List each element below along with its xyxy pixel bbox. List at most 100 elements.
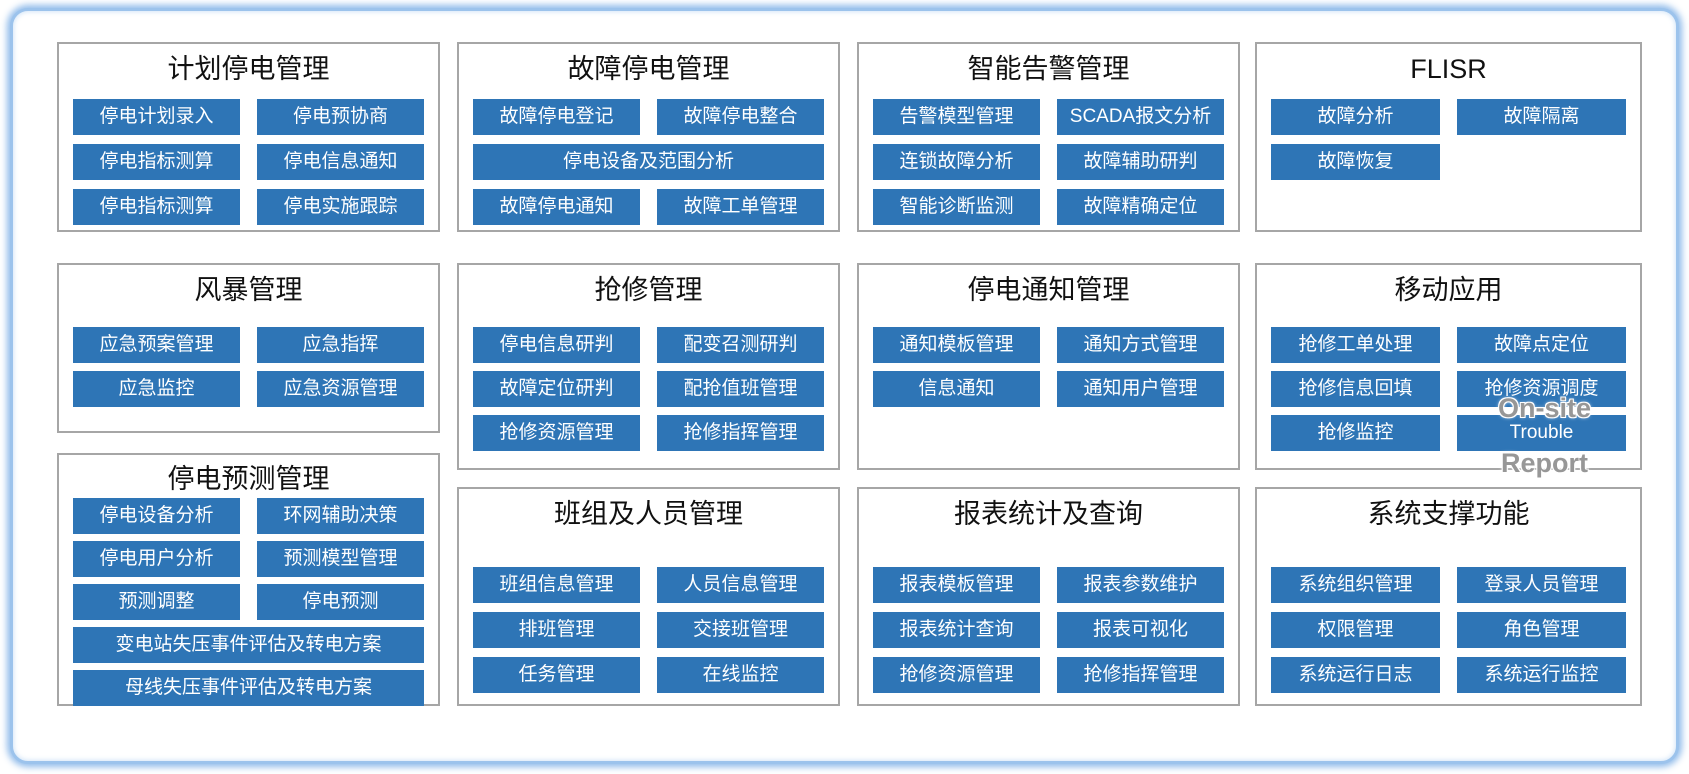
module-button[interactable]: 停电设备及范围分析	[473, 144, 824, 180]
module-button[interactable]: 抢修指挥管理	[657, 415, 824, 451]
module-button[interactable]: 停电预测	[257, 584, 424, 620]
module-button[interactable]: 报表参数维护	[1057, 567, 1224, 603]
panel-flisr: FLISR 故障分析 故障隔离 故障恢复	[1255, 42, 1642, 232]
module-button[interactable]: 通知方式管理	[1057, 327, 1224, 363]
button-grid: 报表模板管理 报表参数维护 报表统计查询 报表可视化 抢修资源管理 抢修指挥管理	[859, 567, 1238, 693]
module-button[interactable]: 系统运行监控	[1457, 657, 1626, 693]
panel-title: 移动应用	[1394, 275, 1503, 305]
panel-mobile-app: 移动应用 抢修工单处理 故障点定位 抢修信息回填 抢修资源调度 抢修监控 Tro…	[1255, 263, 1642, 478]
button-grid: 通知模板管理 通知方式管理 信息通知 通知用户管理	[859, 327, 1238, 407]
module-button[interactable]: 故障停电整合	[657, 99, 824, 135]
module-button[interactable]: 故障工单管理	[657, 189, 824, 225]
module-button[interactable]: 停电设备分析	[73, 498, 240, 534]
module-button[interactable]: 人员信息管理	[657, 567, 824, 603]
button-grid: 停电信息研判 配变召测研判 故障定位研判 配抢值班管理 抢修资源管理 抢修指挥管…	[459, 327, 838, 451]
panel-outage-forecast-mgmt: 停电预测管理 停电设备分析 环网辅助决策 停电用户分析 预测模型管理 预测调整 …	[57, 453, 440, 706]
module-button[interactable]: 故障隔离	[1457, 99, 1626, 135]
module-button[interactable]: Trouble	[1457, 415, 1626, 451]
panel-title: 抢修管理	[594, 275, 703, 305]
module-button[interactable]: 抢修资源管理	[873, 657, 1040, 693]
module-button[interactable]: 应急资源管理	[257, 371, 424, 407]
module-button[interactable]: 抢修指挥管理	[1057, 657, 1224, 693]
button-grid: 故障分析 故障隔离 故障恢复	[1257, 99, 1640, 180]
module-button[interactable]: 抢修监控	[1271, 415, 1440, 451]
module-button[interactable]: 系统组织管理	[1271, 567, 1440, 603]
module-button[interactable]: 信息通知	[873, 371, 1040, 407]
module-button[interactable]: 停电实施跟踪	[257, 189, 424, 225]
panel-fault-outage-mgmt: 故障停电管理 故障停电登记 故障停电整合 停电设备及范围分析 故障停电通知 故障…	[457, 42, 840, 232]
module-button[interactable]: 排班管理	[473, 612, 640, 648]
module-button[interactable]: 通知模板管理	[873, 327, 1040, 363]
module-button[interactable]: 故障分析	[1271, 99, 1440, 135]
panel-title: FLISR	[1410, 54, 1487, 84]
module-button[interactable]: 应急监控	[73, 371, 240, 407]
module-button[interactable]: 预测调整	[73, 584, 240, 620]
module-button[interactable]: 角色管理	[1457, 612, 1626, 648]
panel-title: 计划停电管理	[167, 54, 330, 84]
panel-title: 报表统计及查询	[954, 499, 1143, 529]
button-grid: 抢修工单处理 故障点定位 抢修信息回填 抢修资源调度 抢修监控 Trouble	[1257, 327, 1640, 451]
module-button[interactable]: 连锁故障分析	[873, 144, 1040, 180]
module-button[interactable]: 故障定位研判	[473, 371, 640, 407]
panel-report-stats-query: 报表统计及查询 报表模板管理 报表参数维护 报表统计查询 报表可视化 抢修资源管…	[857, 487, 1240, 706]
module-button[interactable]: 智能诊断监测	[873, 189, 1040, 225]
module-button[interactable]: 故障精确定位	[1057, 189, 1224, 225]
panel-planned-outage-mgmt: 计划停电管理 停电计划录入 停电预协商 停电指标测算 停电信息通知 停电指标测算…	[57, 42, 440, 232]
button-grid: 告警模型管理 SCADA报文分析 连锁故障分析 故障辅助研判 智能诊断监测 故障…	[859, 99, 1238, 225]
module-button[interactable]: 告警模型管理	[873, 99, 1040, 135]
module-button[interactable]: 报表统计查询	[873, 612, 1040, 648]
module-button[interactable]: 停电预协商	[257, 99, 424, 135]
panel-title: 智能告警管理	[967, 54, 1130, 84]
module-button[interactable]: 停电指标测算	[73, 144, 240, 180]
panel-system-support: 系统支撑功能 系统组织管理 登录人员管理 权限管理 角色管理 系统运行日志 系统…	[1255, 487, 1642, 706]
module-button[interactable]: 报表模板管理	[873, 567, 1040, 603]
button-grid: 停电计划录入 停电预协商 停电指标测算 停电信息通知 停电指标测算 停电实施跟踪	[59, 99, 438, 225]
module-button[interactable]: 系统运行日志	[1271, 657, 1440, 693]
module-button[interactable]: 抢修资源调度	[1457, 371, 1626, 407]
module-button[interactable]: 班组信息管理	[473, 567, 640, 603]
module-button[interactable]: 故障停电通知	[473, 189, 640, 225]
panel-title: 停电通知管理	[967, 275, 1130, 305]
panel-title: 故障停电管理	[567, 54, 730, 84]
module-button[interactable]: 在线监控	[657, 657, 824, 693]
module-button[interactable]: 交接班管理	[657, 612, 824, 648]
module-button[interactable]: 故障停电登记	[473, 99, 640, 135]
module-button[interactable]: 抢修工单处理	[1271, 327, 1440, 363]
module-button[interactable]: 报表可视化	[1057, 612, 1224, 648]
module-button[interactable]: 故障辅助研判	[1057, 144, 1224, 180]
module-button[interactable]: 抢修资源管理	[473, 415, 640, 451]
module-button[interactable]: 停电指标测算	[73, 189, 240, 225]
module-button[interactable]: 应急预案管理	[73, 327, 240, 363]
module-button[interactable]: 通知用户管理	[1057, 371, 1224, 407]
button-grid: 故障停电登记 故障停电整合 停电设备及范围分析 故障停电通知 故障工单管理	[459, 99, 838, 225]
panel-title: 班组及人员管理	[554, 499, 743, 529]
module-button[interactable]: 停电用户分析	[73, 541, 240, 577]
module-button[interactable]: 故障恢复	[1271, 144, 1440, 180]
module-button[interactable]: 任务管理	[473, 657, 640, 693]
module-button[interactable]: SCADA报文分析	[1057, 99, 1224, 135]
panel-repair-mgmt: 抢修管理 停电信息研判 配变召测研判 故障定位研判 配抢值班管理 抢修资源管理 …	[457, 263, 840, 470]
module-button[interactable]: 变电站失压事件评估及转电方案	[73, 627, 424, 663]
module-button[interactable]: 抢修信息回填	[1271, 371, 1440, 407]
module-button[interactable]: 故障点定位	[1457, 327, 1626, 363]
panel-title: 系统支撑功能	[1367, 499, 1530, 529]
panel-storm-mgmt: 风暴管理 应急预案管理 应急指挥 应急监控 应急资源管理	[57, 263, 440, 433]
module-button[interactable]: 预测模型管理	[257, 541, 424, 577]
button-grid: 系统组织管理 登录人员管理 权限管理 角色管理 系统运行日志 系统运行监控	[1257, 567, 1640, 693]
panel-team-personnel-mgmt: 班组及人员管理 班组信息管理 人员信息管理 排班管理 交接班管理 任务管理 在线…	[457, 487, 840, 706]
module-button[interactable]: 停电计划录入	[73, 99, 240, 135]
panel-smart-alarm-mgmt: 智能告警管理 告警模型管理 SCADA报文分析 连锁故障分析 故障辅助研判 智能…	[857, 42, 1240, 232]
panel-title: 风暴管理	[194, 275, 303, 305]
module-button[interactable]: 应急指挥	[257, 327, 424, 363]
module-button[interactable]: 母线失压事件评估及转电方案	[73, 670, 424, 706]
module-button[interactable]: 配变召测研判	[657, 327, 824, 363]
panel-title: 停电预测管理	[167, 464, 330, 494]
module-button[interactable]: 停电信息研判	[473, 327, 640, 363]
module-button[interactable]: 权限管理	[1271, 612, 1440, 648]
module-button[interactable]: 环网辅助决策	[257, 498, 424, 534]
module-button[interactable]: 登录人员管理	[1457, 567, 1626, 603]
button-grid: 应急预案管理 应急指挥 应急监控 应急资源管理	[59, 327, 438, 407]
module-button[interactable]: 停电信息通知	[257, 144, 424, 180]
module-button[interactable]: 配抢值班管理	[657, 371, 824, 407]
